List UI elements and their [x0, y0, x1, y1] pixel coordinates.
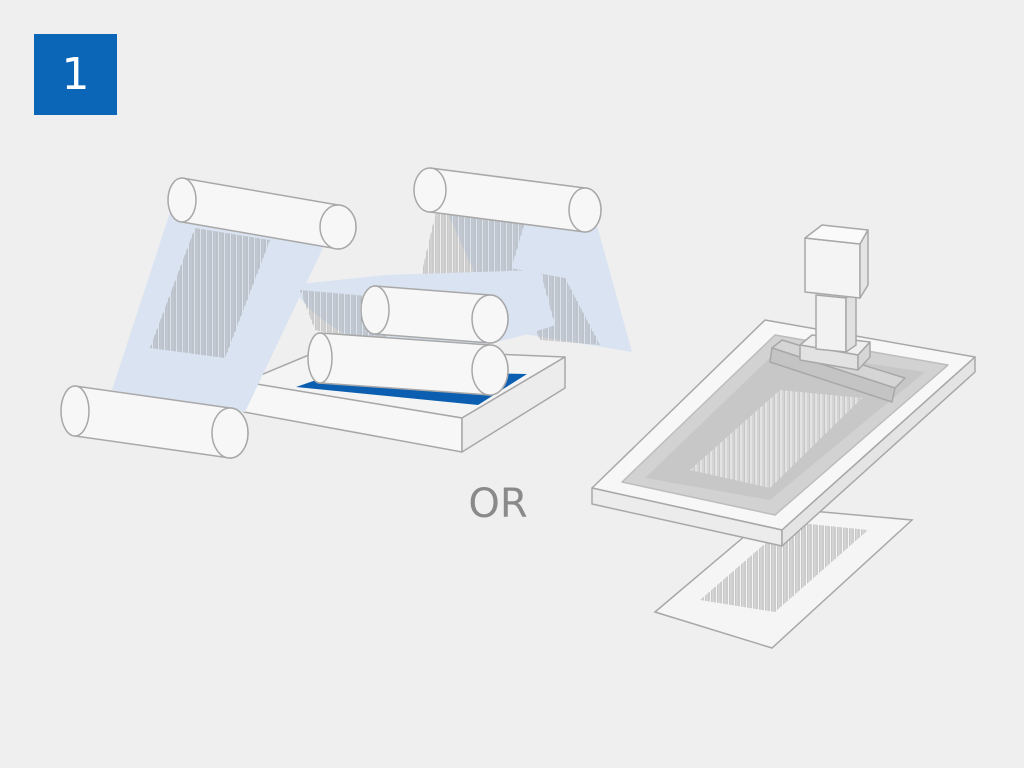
printed-substrate: [653, 507, 914, 649]
or-separator: OR: [468, 481, 528, 527]
screen-mesh-image: [690, 390, 862, 488]
step-number: 1: [61, 48, 90, 100]
print-head: [799, 224, 871, 371]
top-left-roller: [167, 177, 357, 250]
lower-middle-roller: [307, 332, 509, 396]
screen-printer-icon: [591, 224, 976, 649]
top-right-roller: [413, 167, 602, 233]
step-number-badge: 1: [34, 34, 117, 115]
upper-middle-roller: [360, 285, 509, 344]
bottom-left-roller: [60, 385, 249, 459]
roll-to-roll-coater-icon: [60, 167, 632, 459]
